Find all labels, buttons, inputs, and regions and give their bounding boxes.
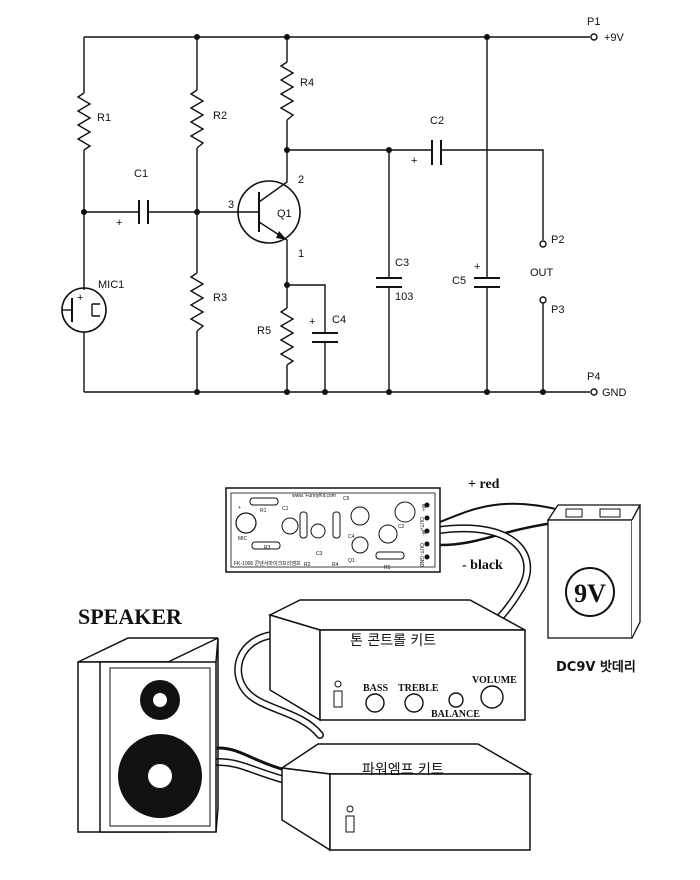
label-c4: C4: [332, 314, 346, 326]
tone-control-kit: 톤 콘트롤 키트 BASS TREBLE VOLUME BALANCE: [267, 599, 526, 722]
label-c3: C3: [395, 257, 409, 269]
pcb-label: C2: [398, 524, 405, 530]
svg-text:+: +: [77, 292, 83, 304]
pcb-label: C5: [343, 496, 350, 502]
label-p3: P3: [551, 304, 564, 316]
label-r4: R4: [300, 77, 314, 89]
pcb-label: R3: [264, 545, 271, 551]
capacitor-c2: +: [411, 140, 442, 167]
label-pin3: 3: [228, 199, 234, 211]
label-pin2: 2: [298, 174, 304, 186]
speaker: [77, 637, 219, 833]
pcb-label: R4: [332, 562, 339, 568]
knob-volume: [480, 685, 504, 709]
wire-label-black: - black: [462, 558, 503, 573]
label-c3-value: 103: [395, 291, 413, 303]
pcb-label: GND: [418, 556, 424, 568]
pcb-label: C3: [316, 551, 323, 557]
resistor-r4: [279, 61, 295, 121]
power-amp-kit: 파워엠프 키트: [279, 743, 533, 852]
pcb-label: M-: [420, 530, 426, 536]
label-treble: TREBLE: [398, 683, 439, 694]
resistor-r5: [279, 307, 295, 366]
svg-text:+: +: [309, 316, 315, 328]
pcb-url: www. FunnyKit.com: [292, 493, 336, 499]
pcb-label: Q1: [348, 558, 355, 564]
battery-label: 9V: [574, 579, 606, 608]
label-q1: Q1: [277, 208, 292, 220]
pcb-label: R2: [304, 562, 311, 568]
svg-text:+: +: [116, 217, 122, 229]
label-c5: C5: [452, 275, 466, 287]
pcb-label: OUT-: [418, 543, 424, 555]
capacitor-c3: [376, 277, 402, 288]
label-bass: BASS: [363, 683, 388, 694]
label-out: OUT: [530, 267, 554, 279]
power-kit-title: 파워엠프 키트: [362, 762, 444, 778]
svg-text:+: +: [411, 155, 417, 167]
capacitor-c1: +: [116, 200, 149, 229]
label-r3: R3: [213, 292, 227, 304]
pcb-label: OUT+: [418, 517, 424, 531]
junction-dots: [81, 34, 546, 395]
schematic: + +: [61, 16, 627, 399]
pcb-model: FK-1006 콘덴서마이크프리앰프: [234, 560, 301, 567]
label-mic1: MIC1: [98, 279, 124, 291]
label-r5: R5: [257, 325, 271, 337]
pcb-label: R5: [384, 565, 391, 571]
label-pin1: 1: [298, 248, 304, 260]
knob-bass: [365, 693, 385, 713]
tone-kit-title: 톤 콘트롤 키트: [350, 633, 436, 649]
resistor-r3: [189, 272, 205, 332]
pcb-label: R1: [260, 508, 267, 514]
label-balance: BALANCE: [431, 709, 480, 720]
knob-balance: [448, 692, 464, 708]
label-p1: P1: [587, 16, 600, 28]
transistor-q1: [237, 150, 301, 274]
speaker-label: SPEAKER: [78, 604, 183, 629]
terminal-p1: [590, 33, 598, 41]
wire-label-red: + red: [468, 477, 500, 492]
label-volume: VOLUME: [472, 675, 517, 686]
label-vcc: +9V: [604, 32, 625, 44]
pcb-label: M+: [420, 504, 426, 511]
terminal-p3: [539, 296, 547, 304]
battery-9v: 9V: [546, 504, 642, 639]
terminal-p2: [539, 240, 547, 248]
label-r2: R2: [213, 110, 227, 122]
pcb-label: C1: [282, 506, 289, 512]
svg-text:+: +: [474, 261, 480, 273]
microphone-mic1: +: [61, 287, 107, 333]
pcb-label: MIC: [238, 536, 248, 542]
label-c1: C1: [134, 168, 148, 180]
label-p4: P4: [587, 371, 600, 383]
terminal-p4: [590, 388, 598, 396]
pcb-mic-footprint: [235, 512, 257, 534]
battery-caption: DC9V 밧데리: [556, 659, 636, 675]
pcb-label: +: [238, 505, 241, 511]
label-r1: R1: [97, 112, 111, 124]
pcb-label: C4: [348, 534, 355, 540]
resistor-r1: [76, 92, 92, 151]
label-p2: P2: [551, 234, 564, 246]
label-c2: C2: [430, 115, 444, 127]
label-gnd: GND: [602, 387, 627, 399]
knob-treble: [404, 693, 424, 713]
resistor-r2: [189, 89, 205, 149]
